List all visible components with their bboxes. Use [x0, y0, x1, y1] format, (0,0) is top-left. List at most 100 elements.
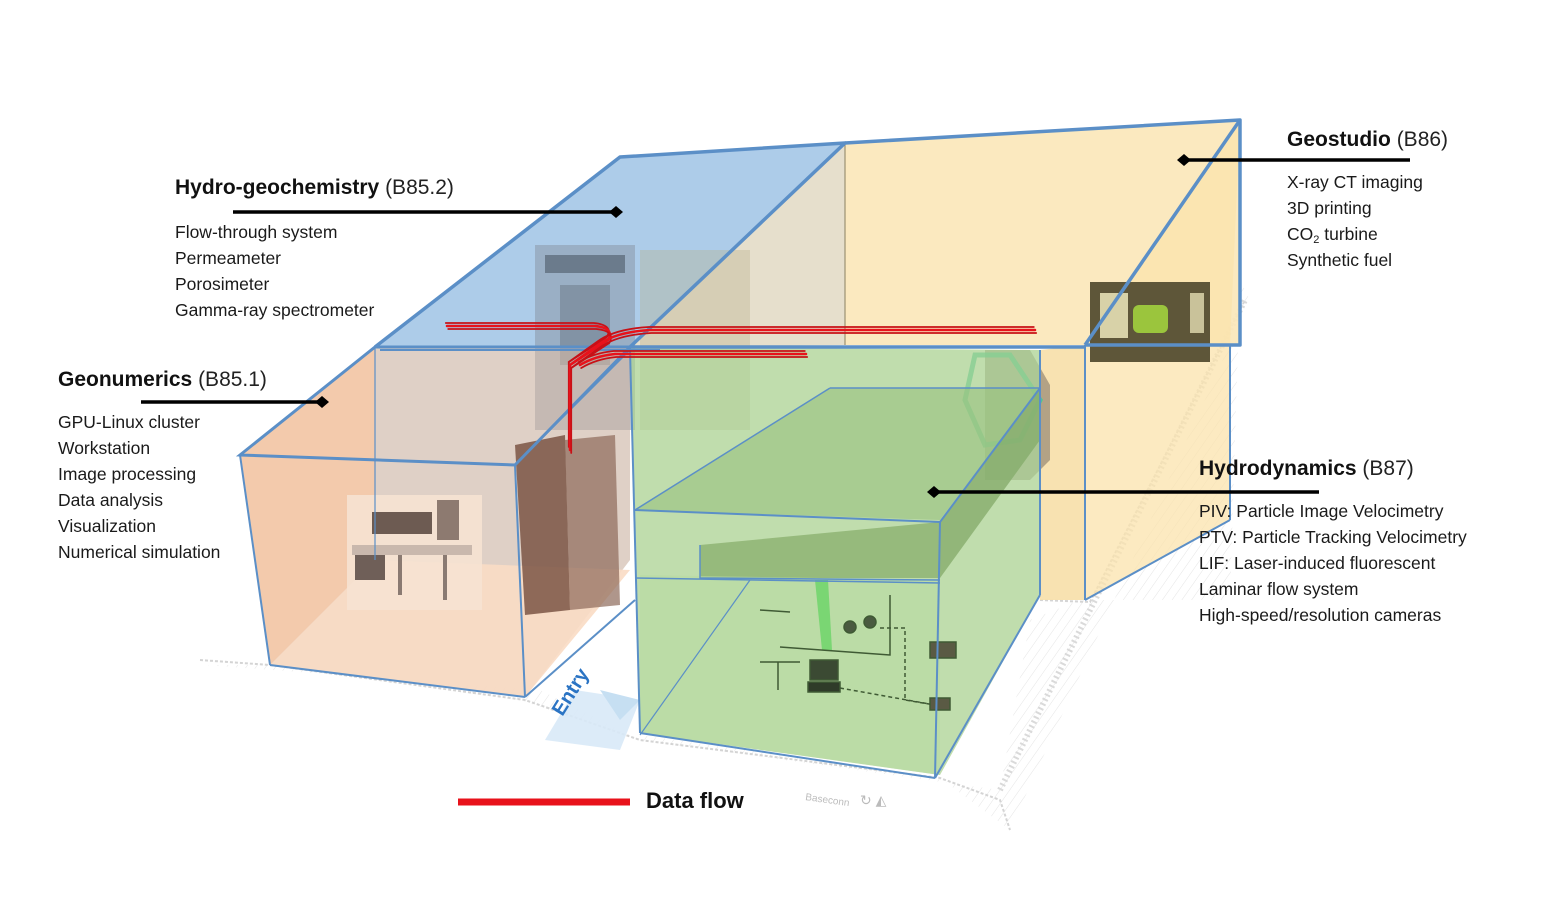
hydrodynamics-edge-bottom — [639, 732, 936, 779]
geonumerics-edge-top-diag — [514, 349, 631, 466]
lab-items: X-ray CT imaging 3D printing CO2 turbine… — [1287, 169, 1448, 273]
workstation-desk — [352, 545, 472, 555]
3d-printer-print — [1133, 305, 1168, 333]
lab-item: GPU-Linux cluster — [58, 412, 200, 432]
box-edges — [239, 118, 1242, 779]
leader-dot-geonumerics — [315, 396, 329, 408]
camera-2 — [863, 615, 877, 629]
leader-dot-geostudio — [1177, 154, 1191, 166]
lab-label-geonumerics: Geonumerics (B85.1) GPU-Linux cluster Wo… — [58, 367, 267, 565]
lab-title: Geonumerics (B85.1) — [58, 367, 267, 393]
hydrodynamics-room — [630, 347, 1040, 775]
flow-arrow — [759, 609, 791, 613]
cable-hydrodynamics — [578, 352, 808, 367]
workstation-monitor-vertical — [437, 500, 459, 540]
lab-code: (B87) — [1362, 457, 1414, 480]
cable-geostudio — [570, 332, 1038, 369]
hydrodynamics-tank-side — [940, 388, 1040, 578]
geostudio-room — [845, 120, 1240, 600]
laser-sheet — [815, 580, 832, 650]
geostudio-edge-top — [844, 118, 1242, 347]
3d-printer-window-right — [1190, 293, 1204, 333]
geonumerics-edge-top-front — [239, 454, 516, 466]
lab-code: (B86) — [1396, 128, 1449, 151]
lab-items: GPU-Linux cluster Workstation Image proc… — [58, 409, 267, 565]
lab-items: PIV: Particle Image Velocimetry PTV: Par… — [1199, 498, 1467, 628]
lab-item: Workstation — [58, 438, 151, 458]
lab-label-hydro-geochemistry: Hydro-geochemistry (B85.2) Flow-through … — [175, 175, 454, 323]
lab-item: 3D printing — [1287, 198, 1372, 218]
equipment-photo-top — [545, 255, 625, 273]
cable-geostudio — [567, 326, 1035, 363]
workstation-cabinet — [355, 555, 385, 580]
gpu-cluster-image — [515, 435, 620, 615]
lab-name: Geostudio — [1287, 128, 1391, 151]
camera-1 — [843, 620, 857, 634]
lab-item: Visualization — [58, 516, 156, 536]
compass-icon: ↻ ◭ — [860, 792, 887, 808]
leader-dot-hydrodynamics — [927, 486, 941, 498]
lab-name: Hydro-geochemistry — [175, 176, 380, 199]
geonumerics-room — [235, 345, 634, 697]
pc-base-icon — [807, 681, 841, 693]
pc-monitor-icon — [809, 659, 839, 681]
hydrodynamics-tank-top — [635, 388, 1040, 520]
lab-item: Gamma-ray spectrometer — [175, 300, 375, 320]
lab-title: Hydro-geochemistry (B85.2) — [175, 175, 454, 201]
cable-hydrodynamics — [580, 356, 809, 369]
hydrodynamics-edge-lower — [634, 577, 941, 584]
lab-code: (B85.1) — [198, 368, 267, 391]
lab-item: Flow-through system — [175, 222, 338, 242]
lab-item: Data analysis — [58, 490, 164, 510]
lab-item: High-speed/resolution cameras — [1199, 605, 1442, 625]
cable-geostudio — [568, 328, 1037, 367]
floor-plan-scale-text: Baseconn — [805, 792, 851, 809]
geonumerics-edge-left — [239, 454, 271, 666]
lab-item: Permeameter — [175, 248, 282, 268]
geostudio-edge-bottom — [1084, 519, 1231, 601]
lab-item: Laminar flow system — [1199, 579, 1359, 599]
geonumerics-left-wall — [240, 347, 375, 665]
geostudio-edge-diag — [1083, 119, 1242, 346]
server-rack-2 — [565, 435, 620, 610]
geonumerics-edge-bottom — [269, 664, 526, 698]
legend-data-flow-label: Data flow — [646, 788, 744, 813]
hydrodynamics-edge-mid — [634, 509, 941, 523]
synchronizer-icon — [929, 697, 951, 711]
lab-code: (B85.2) — [385, 176, 454, 199]
lab-item: Numerical simulation — [58, 542, 221, 562]
hydrodynamics-tank-front — [700, 522, 940, 578]
lab-item: CO2 turbine — [1287, 224, 1378, 246]
leader-dot-hydro-geochemistry — [609, 206, 623, 218]
workstation-monitor — [372, 512, 432, 534]
lab-title: Geostudio (B86) — [1287, 127, 1448, 153]
lab-item: PTV: Particle Tracking Velocimetry — [1199, 527, 1467, 547]
hydro-geochemistry-edge — [373, 141, 847, 349]
lab-item: Synthetic fuel — [1287, 250, 1393, 270]
cable-hydrodynamics — [577, 350, 806, 363]
leader-lines — [141, 154, 1410, 498]
hydrodynamics-edge-left — [629, 349, 641, 734]
lab-name: Hydrodynamics — [1199, 457, 1357, 480]
hydrodynamics-edge-tank — [699, 545, 941, 581]
3d-printer-image — [1090, 282, 1210, 362]
geostudio-front-wall — [1040, 345, 1085, 600]
entry-arrow-head — [600, 690, 640, 720]
camera-cable — [880, 627, 936, 706]
entry-marker — [545, 690, 640, 750]
lab-name: Geonumerics — [58, 368, 193, 391]
lab-item: Image processing — [58, 464, 197, 484]
lab-items: Flow-through system Permeameter Porosime… — [175, 219, 454, 323]
hydrodynamics-edge-floor-diag — [639, 579, 751, 736]
pc-cable — [839, 687, 936, 706]
lab-item: PIV: Particle Image Velocimetry — [1199, 501, 1444, 521]
workstation-image — [347, 495, 482, 610]
lab-label-geostudio: Geostudio (B86) X-ray CT imaging 3D prin… — [1287, 127, 1448, 273]
geonumerics-edge-floor — [524, 599, 636, 698]
hydrodynamics-edge-diag — [939, 387, 1041, 523]
data-flow-lines — [444, 322, 1038, 454]
hydrodynamics-edge-front — [934, 521, 941, 779]
lab-label-hydrodynamics: Hydrodynamics (B87) PIV: Particle Image … — [1199, 456, 1467, 628]
